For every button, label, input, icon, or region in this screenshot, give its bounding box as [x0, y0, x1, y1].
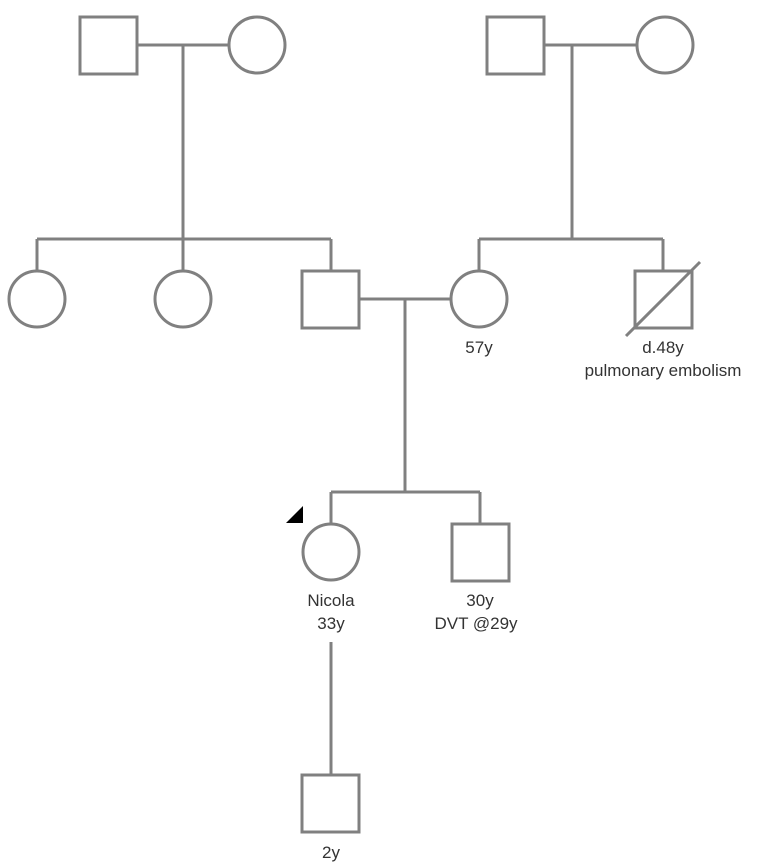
maternal-grandmother-circle[interactable]	[635, 15, 695, 75]
brother-square[interactable]	[450, 522, 511, 583]
paternal-grandfather-square[interactable]	[78, 15, 139, 76]
paternal-aunt-1-circle[interactable]	[7, 269, 67, 329]
mother-age-label: 57y	[465, 338, 493, 357]
paternal-grandmother-circle[interactable]	[227, 15, 287, 75]
brother-age-label: 30y	[466, 591, 494, 610]
pedigree-lines	[35, 43, 665, 775]
son-age-label: 2y	[322, 843, 340, 862]
maternal-grandfather-square[interactable]	[485, 15, 546, 76]
mother-circle[interactable]	[449, 269, 509, 329]
paternal-aunt-2-circle[interactable]	[153, 269, 213, 329]
brother-condition-label: DVT @29y	[434, 614, 518, 633]
proband-arrow-icon	[286, 506, 303, 523]
uncle-death-age-label: d.48y	[642, 338, 684, 357]
son-square[interactable]	[300, 773, 361, 834]
uncle-cause-of-death-label: pulmonary embolism	[585, 361, 742, 380]
father-square[interactable]	[300, 269, 361, 330]
proband-age-label: 33y	[317, 614, 345, 633]
deceased-slash	[624, 260, 702, 338]
proband-name-label: Nicola	[307, 591, 355, 610]
proband-circle[interactable]	[301, 522, 361, 582]
